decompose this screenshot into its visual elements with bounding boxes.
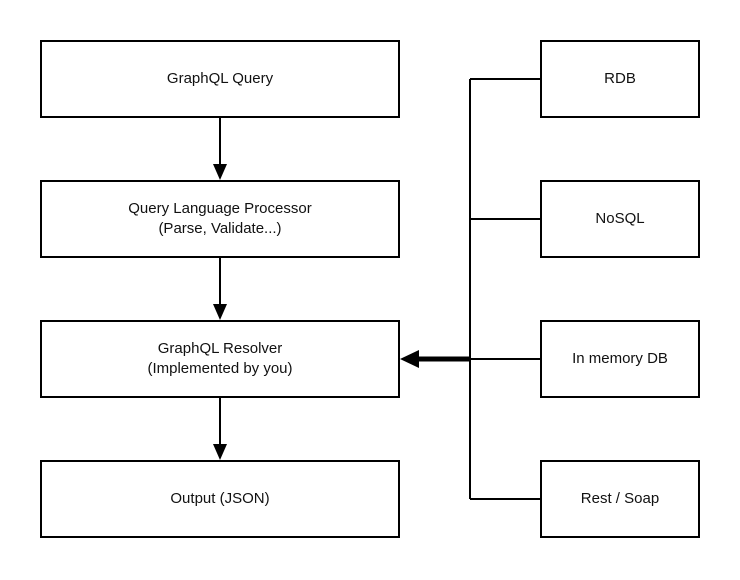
node-rdb-label: RDB xyxy=(604,69,636,87)
node-query-language-processor-label-line1: Query Language Processor xyxy=(128,199,312,217)
arrow-sources-to-resolver xyxy=(400,350,470,368)
arrow-processor-to-resolver xyxy=(213,258,227,320)
node-graphql-resolver: GraphQL Resolver (Implemented by you) xyxy=(40,320,400,398)
node-rdb: RDB xyxy=(540,40,700,118)
node-query-language-processor: Query Language Processor (Parse, Validat… xyxy=(40,180,400,258)
node-rest-soap: Rest / Soap xyxy=(540,460,700,538)
node-nosql-label: NoSQL xyxy=(595,209,645,227)
node-in-memory-db: In memory DB xyxy=(540,320,700,398)
node-graphql-query: GraphQL Query xyxy=(40,40,400,118)
node-in-memory-db-label: In memory DB xyxy=(572,349,668,367)
node-graphql-resolver-label-line1: GraphQL Resolver xyxy=(157,339,283,357)
node-rest-soap-label: Rest / Soap xyxy=(580,489,660,507)
node-query-language-processor-label-line2: (Parse, Validate...) xyxy=(158,220,282,237)
node-nosql: NoSQL xyxy=(540,180,700,258)
arrow-query-to-processor xyxy=(213,118,227,180)
node-output-json-label: Output (JSON) xyxy=(170,489,270,507)
node-graphql-query-label: GraphQL Query xyxy=(166,69,274,87)
arrow-resolver-to-output xyxy=(213,398,227,460)
node-graphql-resolver-label-line2: (Implemented by you) xyxy=(147,360,293,377)
node-output-json: Output (JSON) xyxy=(40,460,400,538)
